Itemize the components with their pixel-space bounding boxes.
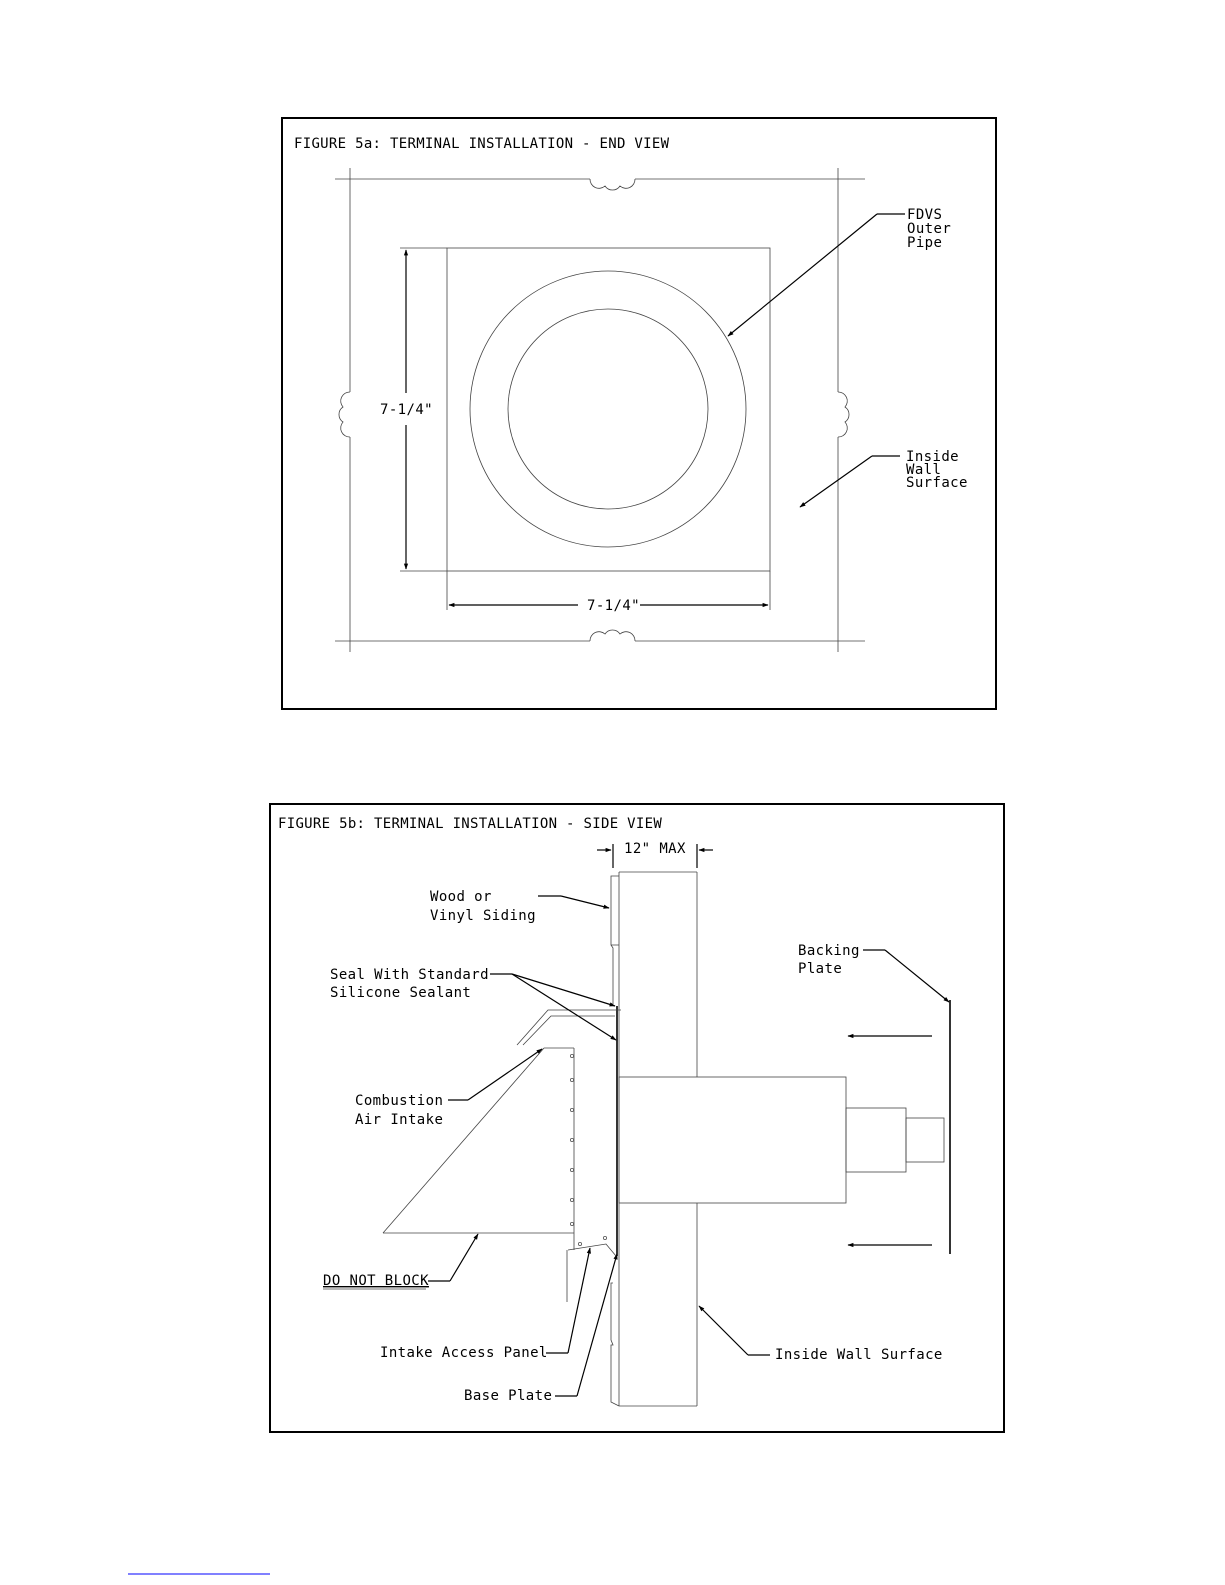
label-backing-line-1: Backing	[798, 943, 860, 959]
wall-callout: Inside Wall Surface	[799, 449, 968, 508]
seal-callout: Seal With Standard Silicone Sealant	[330, 967, 617, 1041]
inner-pipe-circle	[507, 308, 709, 510]
label-wall-line-1: Inside	[906, 449, 959, 465]
figure-5a: FIGURE 5a: TERMINAL INSTALLATION - END V…	[281, 117, 997, 710]
figure-5b: FIGURE 5b: TERMINAL INSTALLATION - SIDE …	[269, 803, 1005, 1433]
siding	[610, 875, 620, 1407]
label-pipe-line-1: FDVS	[907, 207, 942, 223]
label-wall-line-3: Surface	[906, 475, 968, 491]
label-siding-line-1: Wood or	[430, 889, 492, 905]
figure-5b-frame	[269, 803, 1005, 1433]
label-siding-line-2: Vinyl Siding	[430, 908, 536, 924]
base-plate-square	[446, 247, 771, 572]
inside-wall-callout: Inside Wall Surface	[698, 1305, 943, 1363]
dim-horizontal-label: 7-1/4"	[587, 598, 640, 614]
dim-vertical-label: 7-1/4"	[380, 402, 433, 418]
pipe-callout: FDVS Outer Pipe	[727, 207, 951, 337]
figure-5b-title: FIGURE 5b: TERMINAL INSTALLATION - SIDE …	[278, 816, 662, 832]
label-do-not-block: DO NOT BLOCK	[323, 1273, 429, 1289]
vertical-dimension: 7-1/4"	[380, 247, 447, 572]
label-backing-line-2: Plate	[798, 961, 842, 977]
label-pipe-line-2: Outer	[907, 221, 951, 237]
dim-max-label: 12" MAX	[624, 841, 686, 857]
label-wall-line-2: Wall	[906, 462, 941, 478]
max-dimension: 12" MAX	[597, 841, 713, 868]
label-pipe-line-3: Pipe	[907, 235, 942, 251]
access-panel-callout: Intake Access Panel	[380, 1247, 591, 1361]
label-intake-line-1: Combustion	[355, 1093, 443, 1109]
siding-callout: Wood or Vinyl Siding	[430, 889, 610, 924]
horizontal-dimension: 7-1/4"	[446, 571, 771, 614]
outer-pipe-circle	[469, 270, 747, 548]
label-inside-wall: Inside Wall Surface	[775, 1347, 943, 1363]
label-seal-line-2: Silicone Sealant	[330, 985, 471, 1001]
label-base-plate: Base Plate	[464, 1388, 552, 1404]
figure-5a-title: FIGURE 5a: TERMINAL INSTALLATION - END V…	[294, 136, 670, 152]
intake-hood	[382, 1009, 621, 1302]
vent-pipe	[618, 1076, 945, 1204]
label-access-panel: Intake Access Panel	[380, 1345, 548, 1361]
base-plate-callout: Base Plate	[464, 1253, 618, 1404]
backing-plate-callout: Backing Plate	[798, 943, 950, 1003]
do-not-block-callout: DO NOT BLOCK	[323, 1233, 479, 1290]
figure-5a-frame	[281, 117, 997, 710]
wall-section	[618, 871, 698, 1407]
label-intake-line-2: Air Intake	[355, 1112, 443, 1128]
label-seal-line-1: Seal With Standard	[330, 967, 489, 983]
wall-outline	[335, 168, 865, 652]
intake-callout: Combustion Air Intake	[355, 1048, 543, 1128]
